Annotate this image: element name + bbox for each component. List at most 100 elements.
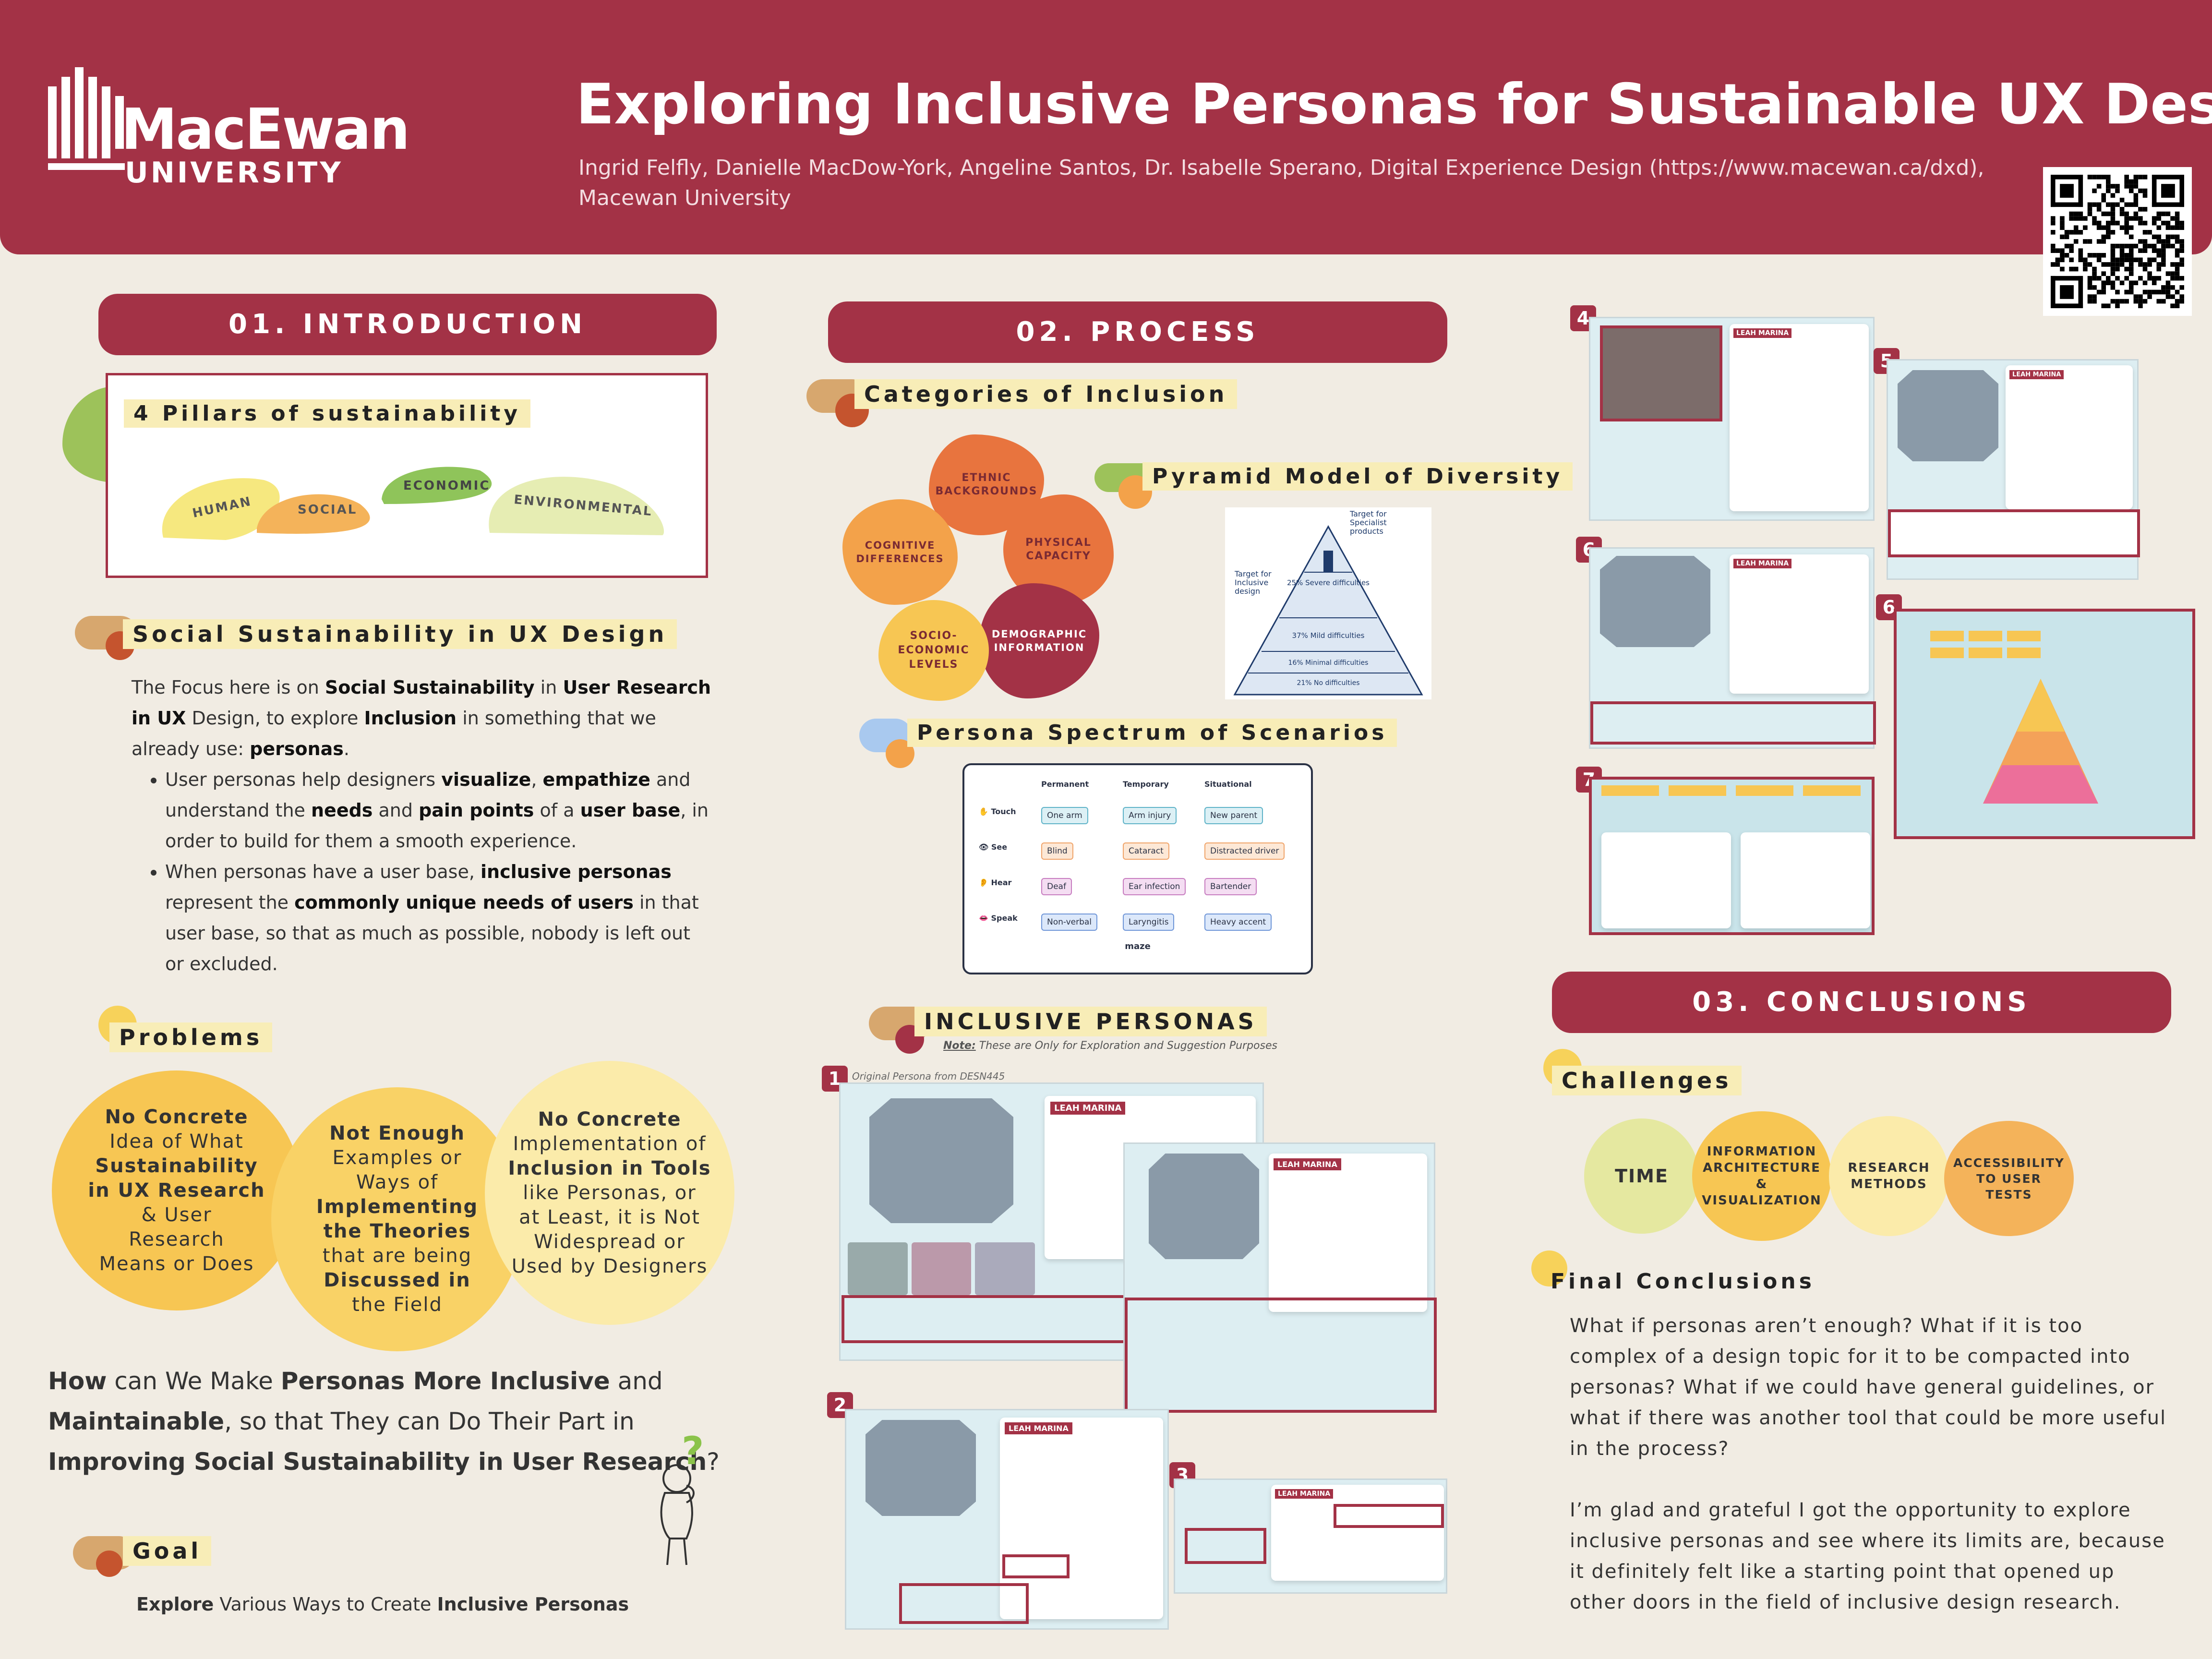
goal-text: Explore Various Ways to Create Inclusive…	[136, 1594, 629, 1615]
abilities-row	[1601, 785, 1861, 814]
spectrum-cell: Arm injury	[1123, 807, 1177, 824]
persona-info-card: LEAH MARINA	[2006, 365, 2133, 509]
spectrum-row-touch: ✋ Touch	[979, 807, 1016, 816]
header-banner	[0, 0, 2212, 254]
spectrum-cell: Deaf	[1041, 878, 1072, 895]
ear-icon: 👂	[979, 878, 988, 887]
pillars-heading: 4 Pillars of sustainability	[124, 399, 530, 428]
thinking-person-icon: ?	[660, 1435, 704, 1565]
pillar-social-label: SOCIAL	[298, 503, 357, 517]
persona-photo	[1600, 556, 1710, 647]
persona-info-card: LEAH MARINA	[1271, 1485, 1444, 1581]
maze-brand: maze	[1125, 941, 1151, 951]
social-heading: Social Sustainability in UX Design	[123, 619, 677, 649]
goal-accent-dot	[96, 1551, 122, 1577]
persona-info-card: LEAH MARINA	[1730, 324, 1869, 511]
qr-code[interactable]	[2043, 167, 2192, 316]
persona-photo	[1898, 370, 1998, 461]
eye-icon: 👁	[979, 842, 989, 852]
spectrum-row-see: 👁 See	[979, 842, 1008, 852]
intro-paragraph: The Focus here is on Social Sustainabili…	[132, 677, 711, 759]
persona-thumbnails	[848, 1242, 1035, 1295]
pillar-environmental-shape	[489, 477, 664, 535]
category-demographic: DEMOGRAPHIC INFORMATION	[979, 583, 1099, 698]
challenge-ia: INFORMATION ARCHITECTURE & VISUALIZATION	[1692, 1111, 1831, 1241]
original-persona-label: Original Persona from DESN445	[852, 1070, 1005, 1082]
pillar-economic-label: ECONOMIC	[403, 479, 490, 493]
spectrum-row-speak: 👄 Speak	[979, 914, 1018, 923]
persona-info-card: LEAH MARINA	[1730, 554, 1869, 694]
pyramid-diagram: 25% Severe difficulties 37% Mild difficu…	[1225, 507, 1431, 699]
persona-photo	[1149, 1154, 1259, 1259]
spectrum-cell: Laryngitis	[1123, 914, 1175, 931]
persona-name: LEAH MARINA	[1005, 1422, 1072, 1434]
persona-iteration-5: LEAH MARINA	[1887, 359, 2140, 580]
spectrum-cell: Non-verbal	[1041, 914, 1098, 931]
persona-photo	[866, 1420, 976, 1516]
iteration-badge-6b: 6	[1876, 594, 1902, 620]
spectrum-grid: Permanent Temporary Situational ✋ Touch …	[979, 780, 1297, 931]
inclusive-pyramid-svg	[1930, 631, 2098, 804]
persona-iteration-4: LEAH MARINA	[1589, 317, 1875, 521]
challenge-accessibility: ACCESSIBILITY TO USER TESTS	[1944, 1121, 2074, 1236]
spectrum-col-permanent: Permanent	[1041, 780, 1089, 789]
spectrum-heading: Persona Spectrum of Scenarios	[907, 719, 1397, 747]
persona-highlight-box	[1590, 701, 1876, 745]
persona-info-card: LEAH MARINA	[1269, 1154, 1427, 1312]
persona-iteration-2: LEAH MARINA	[845, 1409, 1169, 1630]
final-heading: Final Conclusions	[1551, 1269, 1815, 1294]
process-banner: 02. PROCESS	[828, 301, 1447, 363]
persona-iteration-6: LEAH MARINA	[1589, 547, 1876, 749]
pyramid-specialist-label: Target for Specialist products	[1350, 509, 1387, 536]
spectrum-cell: Distracted driver	[1204, 842, 1285, 860]
blindness-card	[1741, 832, 1870, 928]
persona-iteration-1b: LEAH MARINA	[1123, 1142, 1437, 1413]
intro-bullet-1: User personas help designers visualize, …	[165, 764, 712, 856]
final-paragraph-1: What if personas aren’t enough? What if …	[1570, 1315, 2167, 1460]
research-question: How can We Make Personas More Inclusive …	[48, 1367, 720, 1476]
persona-name: LEAH MARINA	[1274, 1158, 1341, 1170]
persona-highlight-box	[1888, 509, 2140, 557]
poster-authors: Ingrid Felfly, Danielle MacDow-York, Ang…	[578, 156, 1984, 210]
pillars-diagram: HUMAN SOCIAL ECONOMIC ENVIRONMENTAL	[162, 467, 664, 540]
category-socioeconomic: SOCIO-ECONOMIC LEVELS	[878, 600, 989, 701]
category-cognitive: COGNITIVE DIFFERENCES	[842, 499, 958, 605]
intro-banner: 01. INTRODUCTION	[98, 294, 717, 355]
persona-iteration-6-pyramid	[1894, 609, 2195, 839]
spectrum-cell: Bartender	[1204, 878, 1257, 895]
spectrum-cell: New parent	[1204, 807, 1263, 824]
logo-wordmark: MacEwan	[121, 96, 410, 162]
intro-bullet-2: When personas have a user base, inclusiv…	[165, 856, 712, 979]
final-accent-dot	[1531, 1250, 1567, 1286]
conclusions-banner: 03. CONCLUSIONS	[1552, 972, 2171, 1033]
persona-highlight-box	[899, 1583, 1029, 1624]
challenge-research: RESEARCH METHODS	[1829, 1116, 1949, 1236]
macewan-logo-mark-icon	[48, 67, 125, 170]
pyramid-none-label: 21% No difficulties	[1297, 679, 1359, 687]
pyramid-svg: 25% Severe difficulties 37% Mild difficu…	[1233, 525, 1423, 696]
intro-text: The Focus here is on Social Sustainabili…	[132, 672, 712, 979]
spectrum-row-hear: 👂 Hear	[979, 878, 1012, 887]
spectrum-col-temporary: Temporary	[1123, 780, 1169, 789]
persona-highlight-box	[1002, 1554, 1070, 1578]
spectrum-col-situational: Situational	[1204, 780, 1252, 789]
pyramid-mild-label: 37% Mild difficulties	[1292, 631, 1365, 640]
mouth-icon: 👄	[979, 914, 988, 923]
poster-title: Exploring Inclusive Personas for Sustain…	[576, 72, 2212, 137]
persona-iteration-7	[1589, 777, 1875, 935]
persona-photo	[1600, 325, 1722, 421]
persona-iteration-3: LEAH MARINA	[1174, 1479, 1447, 1594]
final-paragraph-2: I’m glad and grateful I got the opportun…	[1570, 1499, 2165, 1613]
macewan-logo: MacEwan UNIVERSITY	[48, 67, 410, 192]
personas-note: Note: These are Only for Exploration and…	[943, 1040, 1277, 1052]
challenges-heading: Challenges	[1552, 1066, 1742, 1095]
pyramid-inclusive-label: Target for Inclusive design	[1235, 569, 1272, 596]
pyramid-minimal-label: 16% Minimal difficulties	[1288, 659, 1369, 667]
persona-photo	[869, 1098, 1013, 1223]
personas-heading: INCLUSIVE PERSONAS	[914, 1007, 1267, 1036]
pyramid-heading: Pyramid Model of Diversity	[1142, 462, 1573, 491]
persona-highlight-box	[1125, 1298, 1437, 1413]
spectrum-cell: Cataract	[1123, 842, 1169, 860]
